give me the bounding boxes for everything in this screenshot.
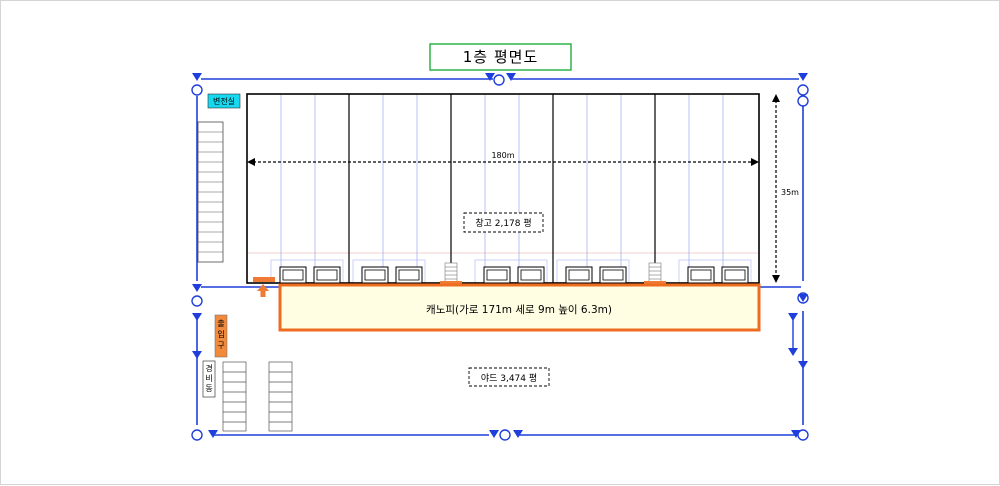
gate-label-2: 입 xyxy=(217,330,224,339)
width-arrow-right xyxy=(751,158,759,166)
warehouse-area-box xyxy=(463,212,544,233)
yard-area-label: 야드 3,474 평 xyxy=(481,373,537,384)
gate-label-1: 출 xyxy=(217,318,224,328)
dock-doors xyxy=(279,266,749,284)
internal-stair-right xyxy=(648,262,662,284)
dock-bay-outlines xyxy=(270,259,752,284)
depth-dimension-label: 35m xyxy=(781,188,799,197)
page-title: 1층 평면도 xyxy=(463,48,539,66)
gate-box xyxy=(214,314,228,358)
entrance-markers xyxy=(253,277,666,285)
warehouse-grid-lines xyxy=(280,95,724,283)
guardhouse-label-2: 비 xyxy=(205,374,212,383)
title-box xyxy=(429,43,572,71)
canopy-area xyxy=(278,283,761,332)
parking-lot-left xyxy=(222,361,247,432)
warehouse-outline xyxy=(246,93,760,284)
substation-box xyxy=(207,93,241,109)
dock-door-inner xyxy=(282,269,746,281)
width-dimension-label: 180m xyxy=(491,151,514,160)
guardhouse-box xyxy=(202,360,216,398)
parking-lot-right xyxy=(268,361,293,432)
guardhouse-label-1: 경 xyxy=(205,363,212,373)
depth-arrow-bottom xyxy=(772,275,780,283)
side-stair-structure xyxy=(197,121,224,263)
gate-label-3: 구 xyxy=(217,341,224,350)
fence-triangles xyxy=(192,73,808,438)
canopy-label: 캐노피(가로 171m 세로 9m 높이 6.3m) xyxy=(426,304,612,316)
substation-label: 변전실 xyxy=(213,96,235,106)
depth-arrow-top xyxy=(772,94,780,102)
warehouse-area-label: 창고 2,178 평 xyxy=(475,218,531,229)
internal-stair-left xyxy=(444,262,458,284)
warehouse-partitions xyxy=(348,94,656,283)
width-arrow-left xyxy=(247,158,255,166)
guardhouse-label-3: 동 xyxy=(205,384,212,393)
yard-area-box xyxy=(468,367,550,387)
